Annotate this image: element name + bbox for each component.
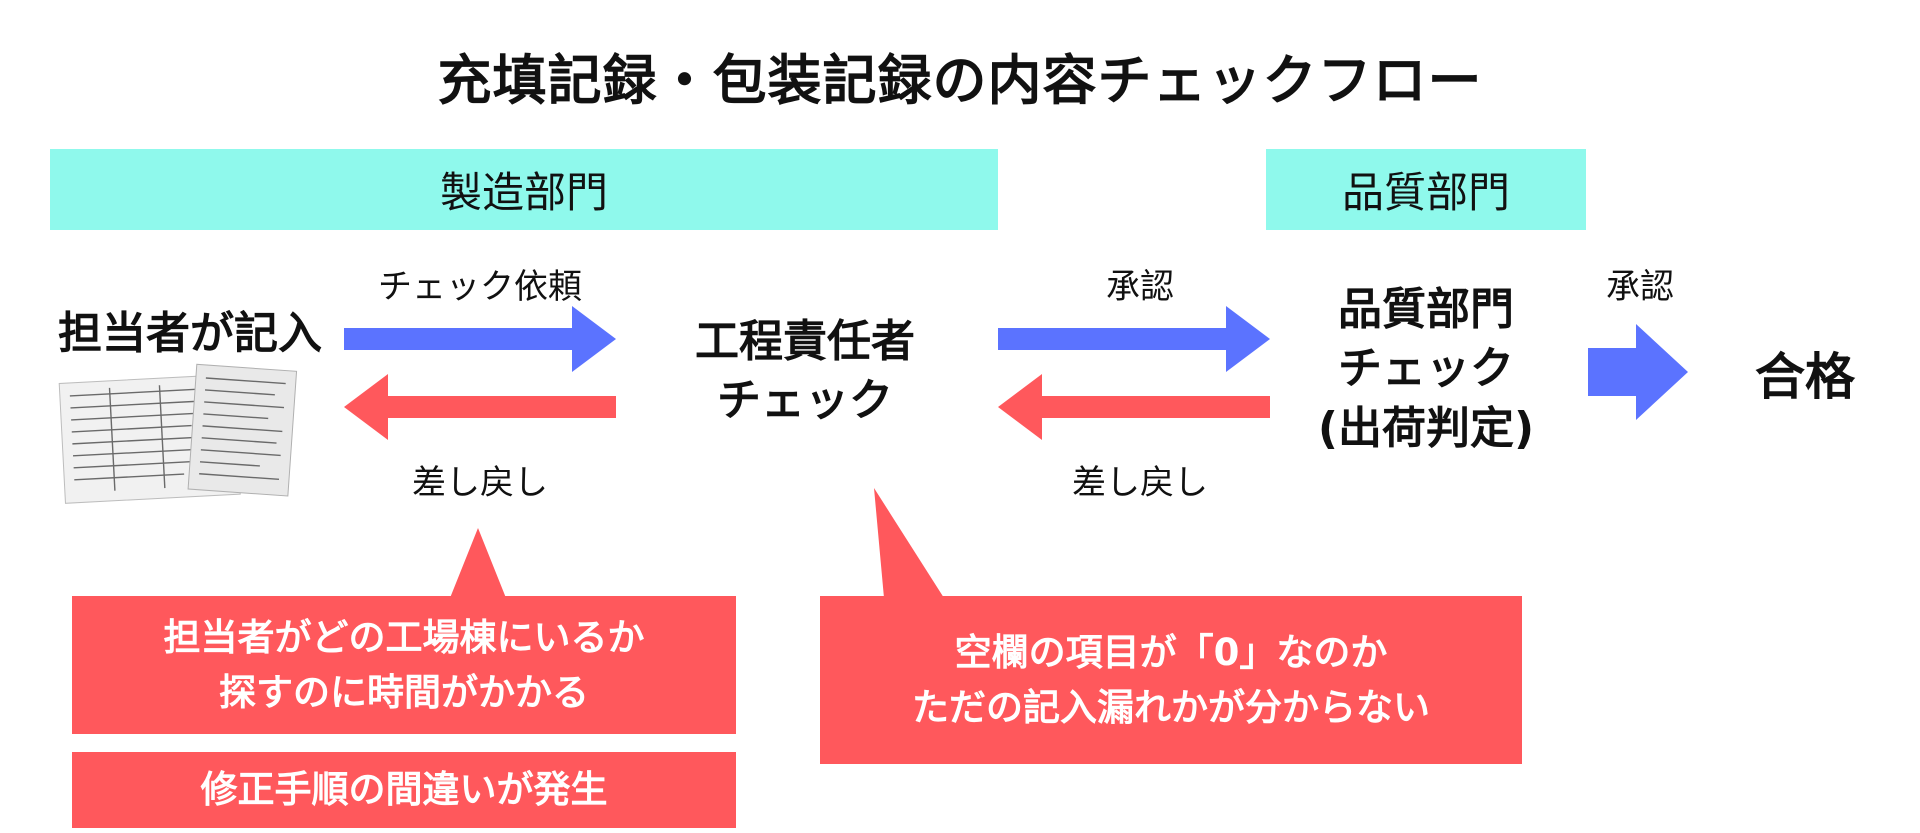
label-approve-1: 承認	[1106, 267, 1174, 307]
node-quality-line1: 品質部門	[1338, 284, 1514, 335]
arrow-forward-check-request	[344, 306, 616, 372]
callout-pointer-operator	[450, 528, 506, 598]
label-send-back-2: 差し戻し	[1072, 463, 1208, 503]
department-quality-label: 品質部門	[1341, 168, 1510, 217]
issue-box-operator-search: 担当者がどの工場棟にいるか 探すのに時間がかかる	[72, 596, 736, 734]
page-title: 充填記録・包装記録の内容チェックフロー	[437, 49, 1483, 112]
node-quality-line2: チェック	[1338, 343, 1514, 395]
department-manufacturing: 製造部門	[50, 149, 998, 230]
issue-box3-line1: 空欄の項目が「0」なのか	[954, 630, 1388, 674]
callout-pointer-process-manager	[874, 488, 944, 598]
node-process-manager-check: 工程責任者 チェック	[650, 312, 960, 431]
issue-box1-line1: 担当者がどの工場棟にいるか	[163, 615, 645, 659]
issue-box1-line2: 探すのに時間がかかる	[219, 671, 589, 714]
node-pass: 合格	[1755, 348, 1855, 406]
documents-icon	[58, 363, 298, 504]
node-process-manager-line1: 工程責任者	[695, 316, 915, 367]
issue-box3-line2: ただの記入漏れかが分からない	[912, 686, 1430, 729]
issue-box-blank-field: 空欄の項目が「0」なのか ただの記入漏れかが分からない	[820, 596, 1522, 764]
arrow-back-send-back-2	[998, 374, 1270, 440]
node-process-manager-line2: チェック	[717, 375, 893, 427]
department-manufacturing-label: 製造部門	[439, 168, 608, 217]
arrow-back-send-back-1	[344, 374, 616, 440]
label-check-request: チェック依頼	[378, 267, 582, 307]
department-quality: 品質部門	[1266, 149, 1586, 230]
issue-box-correction-procedure: 修正手順の間違いが発生	[72, 752, 736, 828]
label-approve-2: 承認	[1606, 267, 1674, 307]
label-send-back-1: 差し戻し	[412, 463, 548, 503]
arrow-forward-approve-1	[998, 306, 1270, 372]
node-quality-check: 品質部門 チェック (出荷判定)	[1276, 280, 1576, 458]
node-operator: 担当者が記入	[58, 308, 322, 359]
issue-box2-text: 修正手順の間違いが発生	[200, 768, 608, 812]
node-quality-line3: (出荷判定)	[1317, 402, 1535, 454]
arrow-forward-approve-2	[1588, 324, 1688, 420]
